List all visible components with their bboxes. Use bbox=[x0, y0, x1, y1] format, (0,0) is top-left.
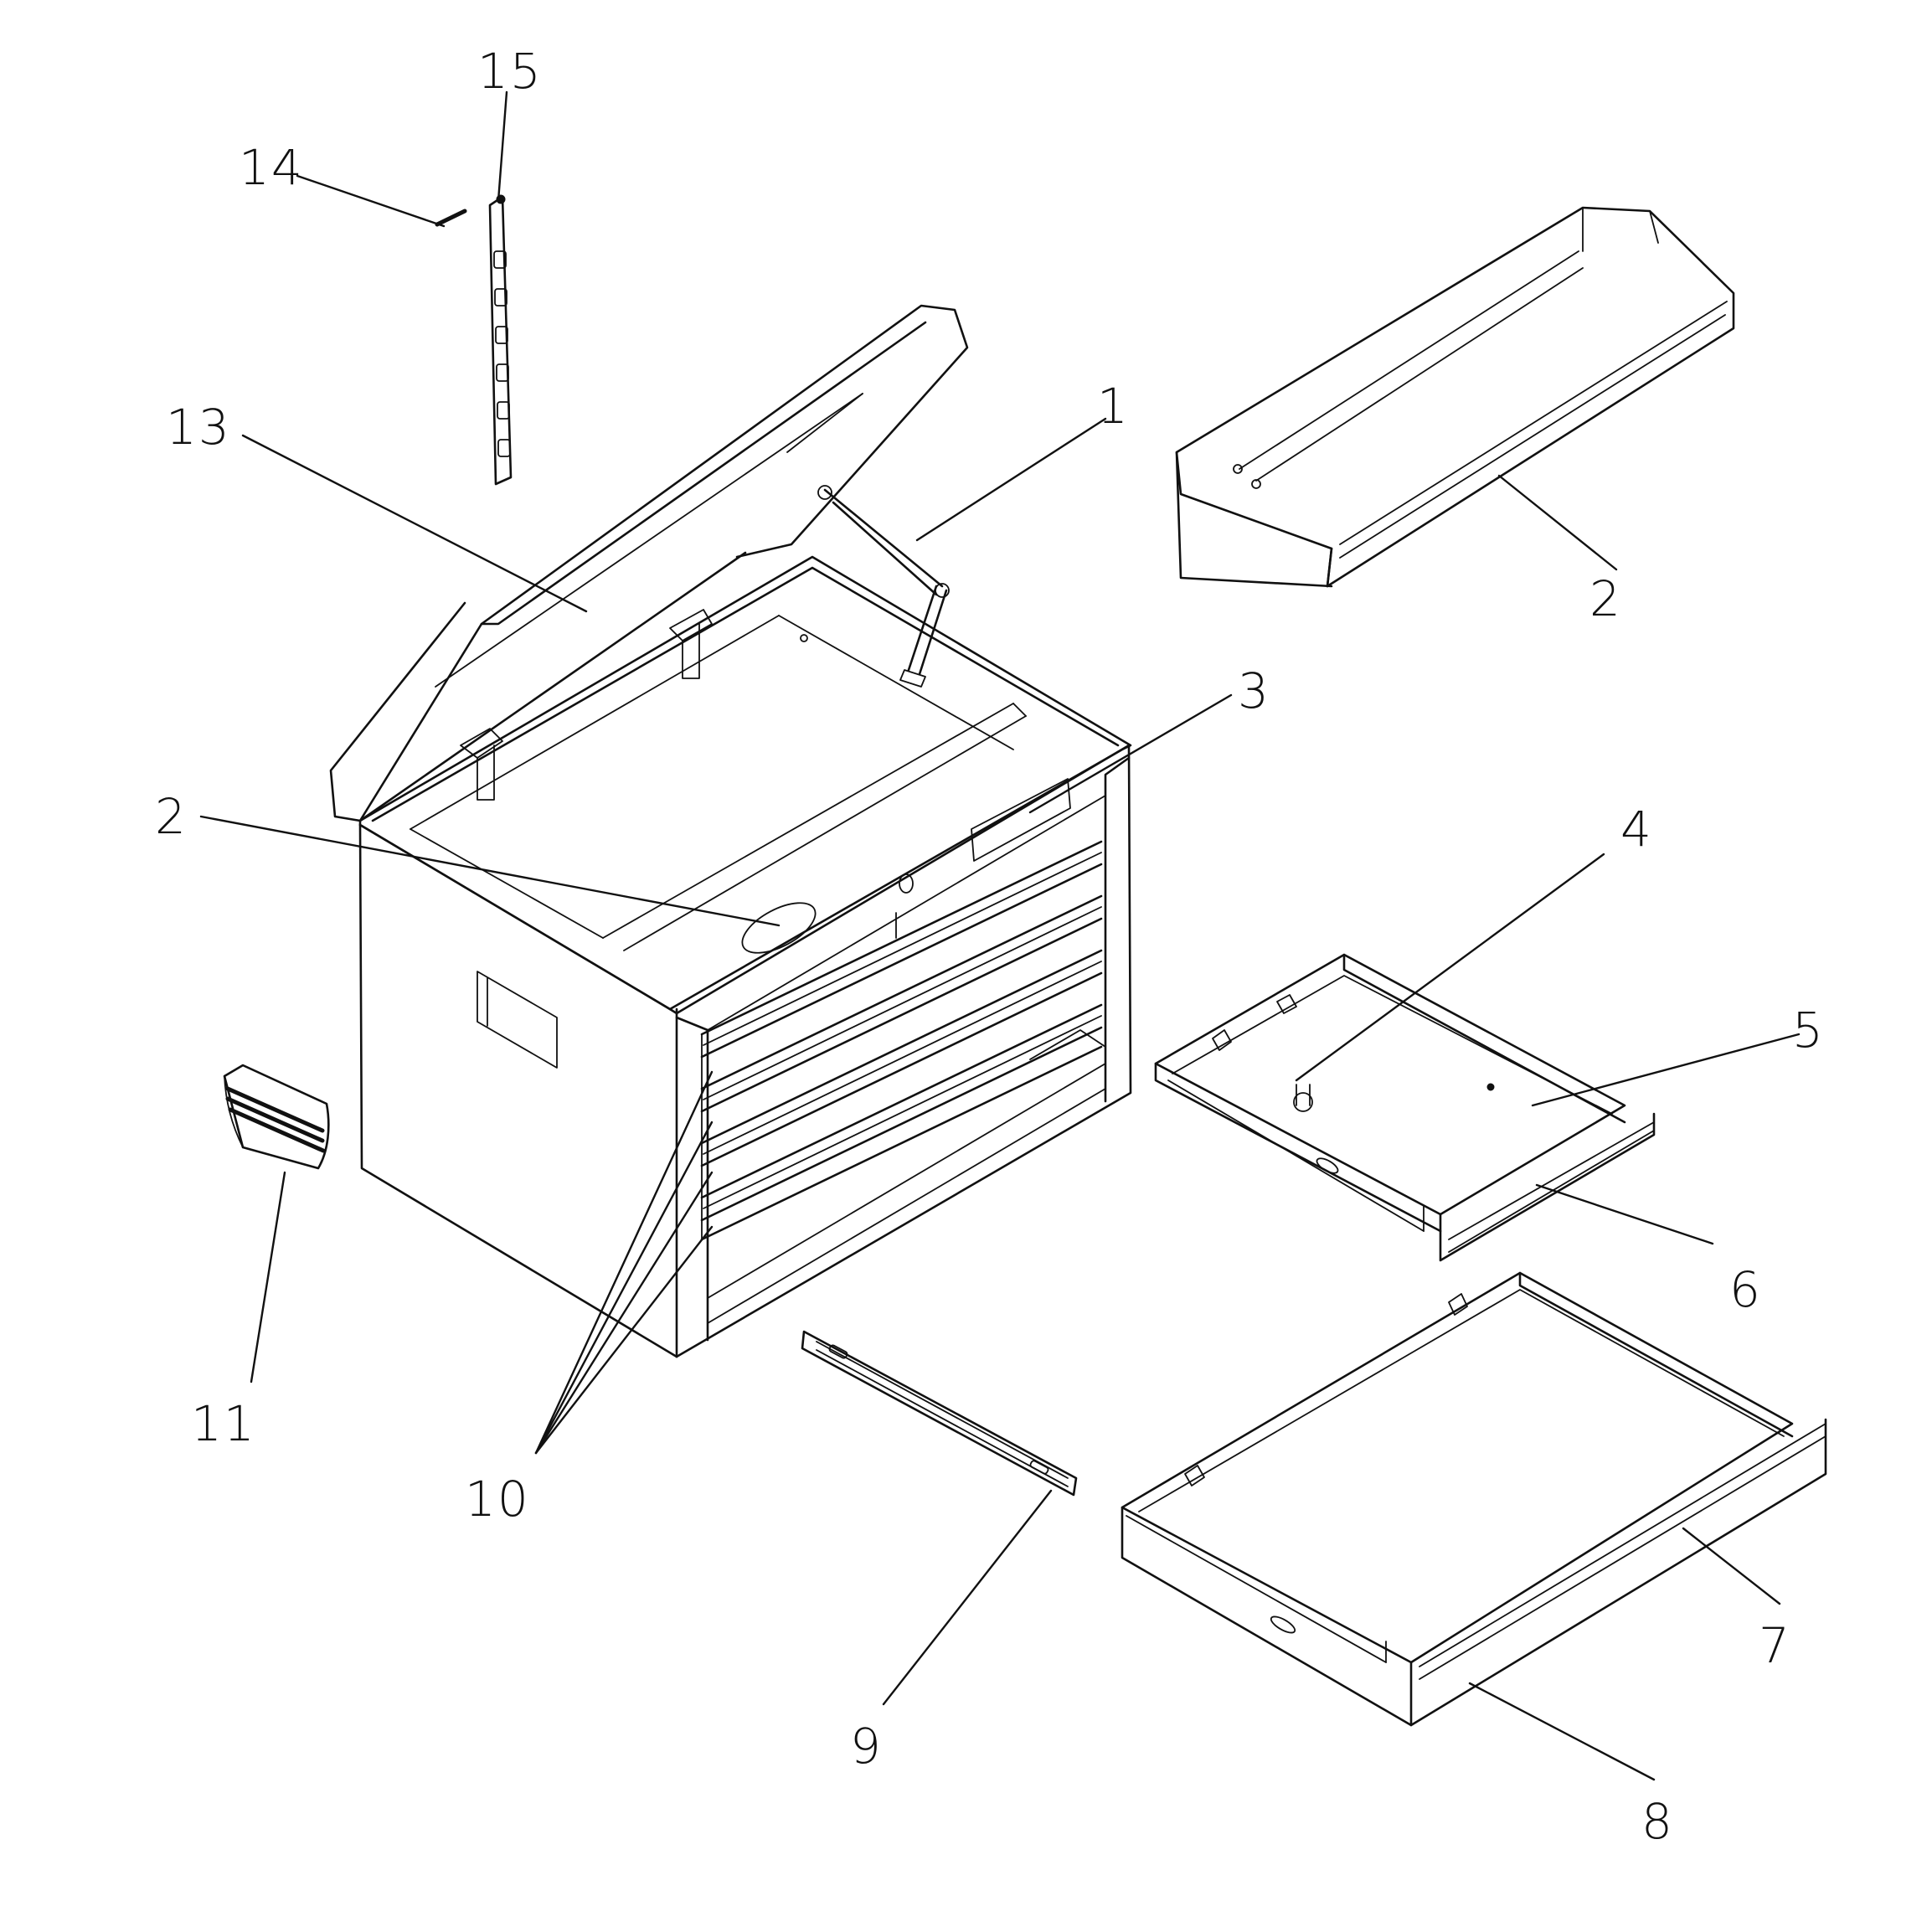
bottom-drawer-part bbox=[1121, 1271, 1827, 1727]
leader-8 bbox=[1468, 1682, 1656, 1781]
leader-5 bbox=[1531, 1033, 1801, 1107]
callout-6: 6 bbox=[1729, 1261, 1762, 1318]
callout-2-body: 2 bbox=[155, 788, 188, 845]
callout-14: 14 bbox=[239, 139, 304, 196]
callout-2-tray: 2 bbox=[1589, 570, 1622, 627]
leader-4 bbox=[1295, 853, 1605, 1082]
drawer-fronts bbox=[700, 840, 1103, 1241]
leader-10b bbox=[534, 1121, 714, 1455]
leader-2-tray bbox=[1497, 474, 1618, 571]
drawer-slide-part bbox=[801, 1330, 1078, 1497]
callout-15: 15 bbox=[477, 43, 543, 100]
leader-2-body bbox=[199, 815, 781, 927]
callout-10: 10 bbox=[465, 1471, 530, 1528]
tool-chest-body bbox=[329, 304, 1132, 1358]
leader-13 bbox=[241, 434, 588, 613]
leader-3 bbox=[1028, 693, 1233, 814]
callout-4: 4 bbox=[1620, 801, 1653, 858]
callout-7: 7 bbox=[1759, 1617, 1791, 1674]
callout-5: 5 bbox=[1792, 1002, 1825, 1059]
leader-6 bbox=[1535, 1183, 1714, 1245]
rail-clip-part bbox=[435, 209, 467, 227]
callout-9: 9 bbox=[850, 1718, 883, 1775]
leader-9 bbox=[882, 1489, 1053, 1706]
top-tray-part bbox=[1175, 206, 1735, 588]
callout-11: 11 bbox=[191, 1395, 256, 1452]
leader-10c bbox=[534, 1171, 714, 1455]
callout-3: 3 bbox=[1238, 662, 1270, 719]
leader-15 bbox=[497, 90, 508, 203]
leader-7 bbox=[1682, 1527, 1781, 1605]
leader-10d bbox=[534, 1225, 714, 1455]
socket-rail-part bbox=[488, 194, 513, 486]
leader-14 bbox=[296, 174, 446, 228]
leader-11 bbox=[250, 1171, 286, 1383]
leader-1 bbox=[915, 417, 1107, 542]
top-drawer-part bbox=[1154, 953, 1656, 1262]
leader-10a bbox=[534, 1070, 714, 1455]
leader-lines bbox=[199, 90, 1801, 1781]
callout-13: 13 bbox=[166, 399, 231, 456]
handle-grip-part bbox=[223, 1064, 330, 1170]
callout-1: 1 bbox=[1097, 378, 1130, 435]
callout-numbers: 1 2 2 3 4 5 6 7 8 9 10 11 13 14 15 bbox=[155, 43, 1825, 1850]
callout-8: 8 bbox=[1641, 1793, 1674, 1850]
